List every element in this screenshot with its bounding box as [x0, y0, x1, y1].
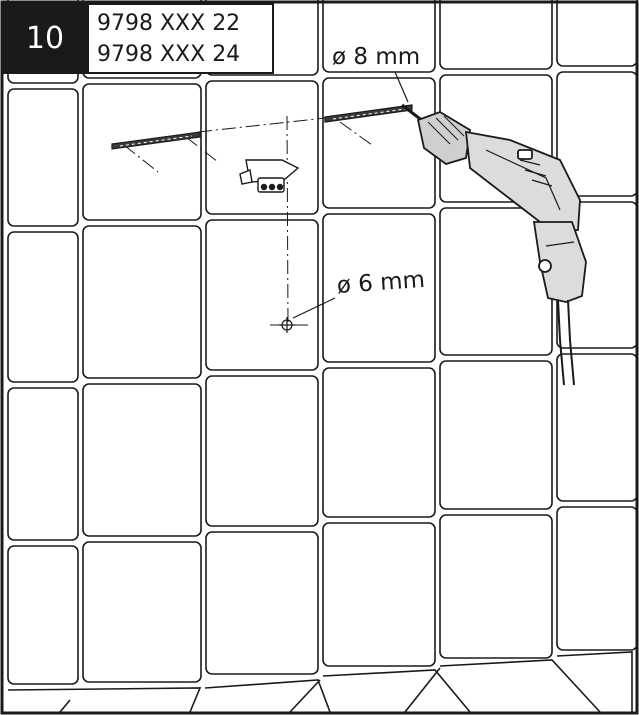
step-number: 10 [25, 21, 65, 56]
mounting-rail-right [324, 104, 413, 123]
model-numbers-box: 9798 XXX 22 9798 XXX 24 [87, 3, 274, 74]
model-number: 9798 XXX 24 [97, 41, 241, 67]
step-number-badge: 10 [3, 3, 87, 74]
upper-hole-diameter-label: ø 8 mm [332, 44, 421, 70]
drill-mark-icon [279, 297, 336, 333]
model-number: 9798 XXX 22 [97, 10, 241, 36]
drill-icon [401, 103, 587, 386]
tile-wall [7, 0, 638, 685]
mounting-rail-icon [111, 131, 201, 150]
floor-tiles [7, 651, 633, 713]
bracket-icon [239, 159, 300, 193]
dim-leader-top [394, 71, 409, 103]
